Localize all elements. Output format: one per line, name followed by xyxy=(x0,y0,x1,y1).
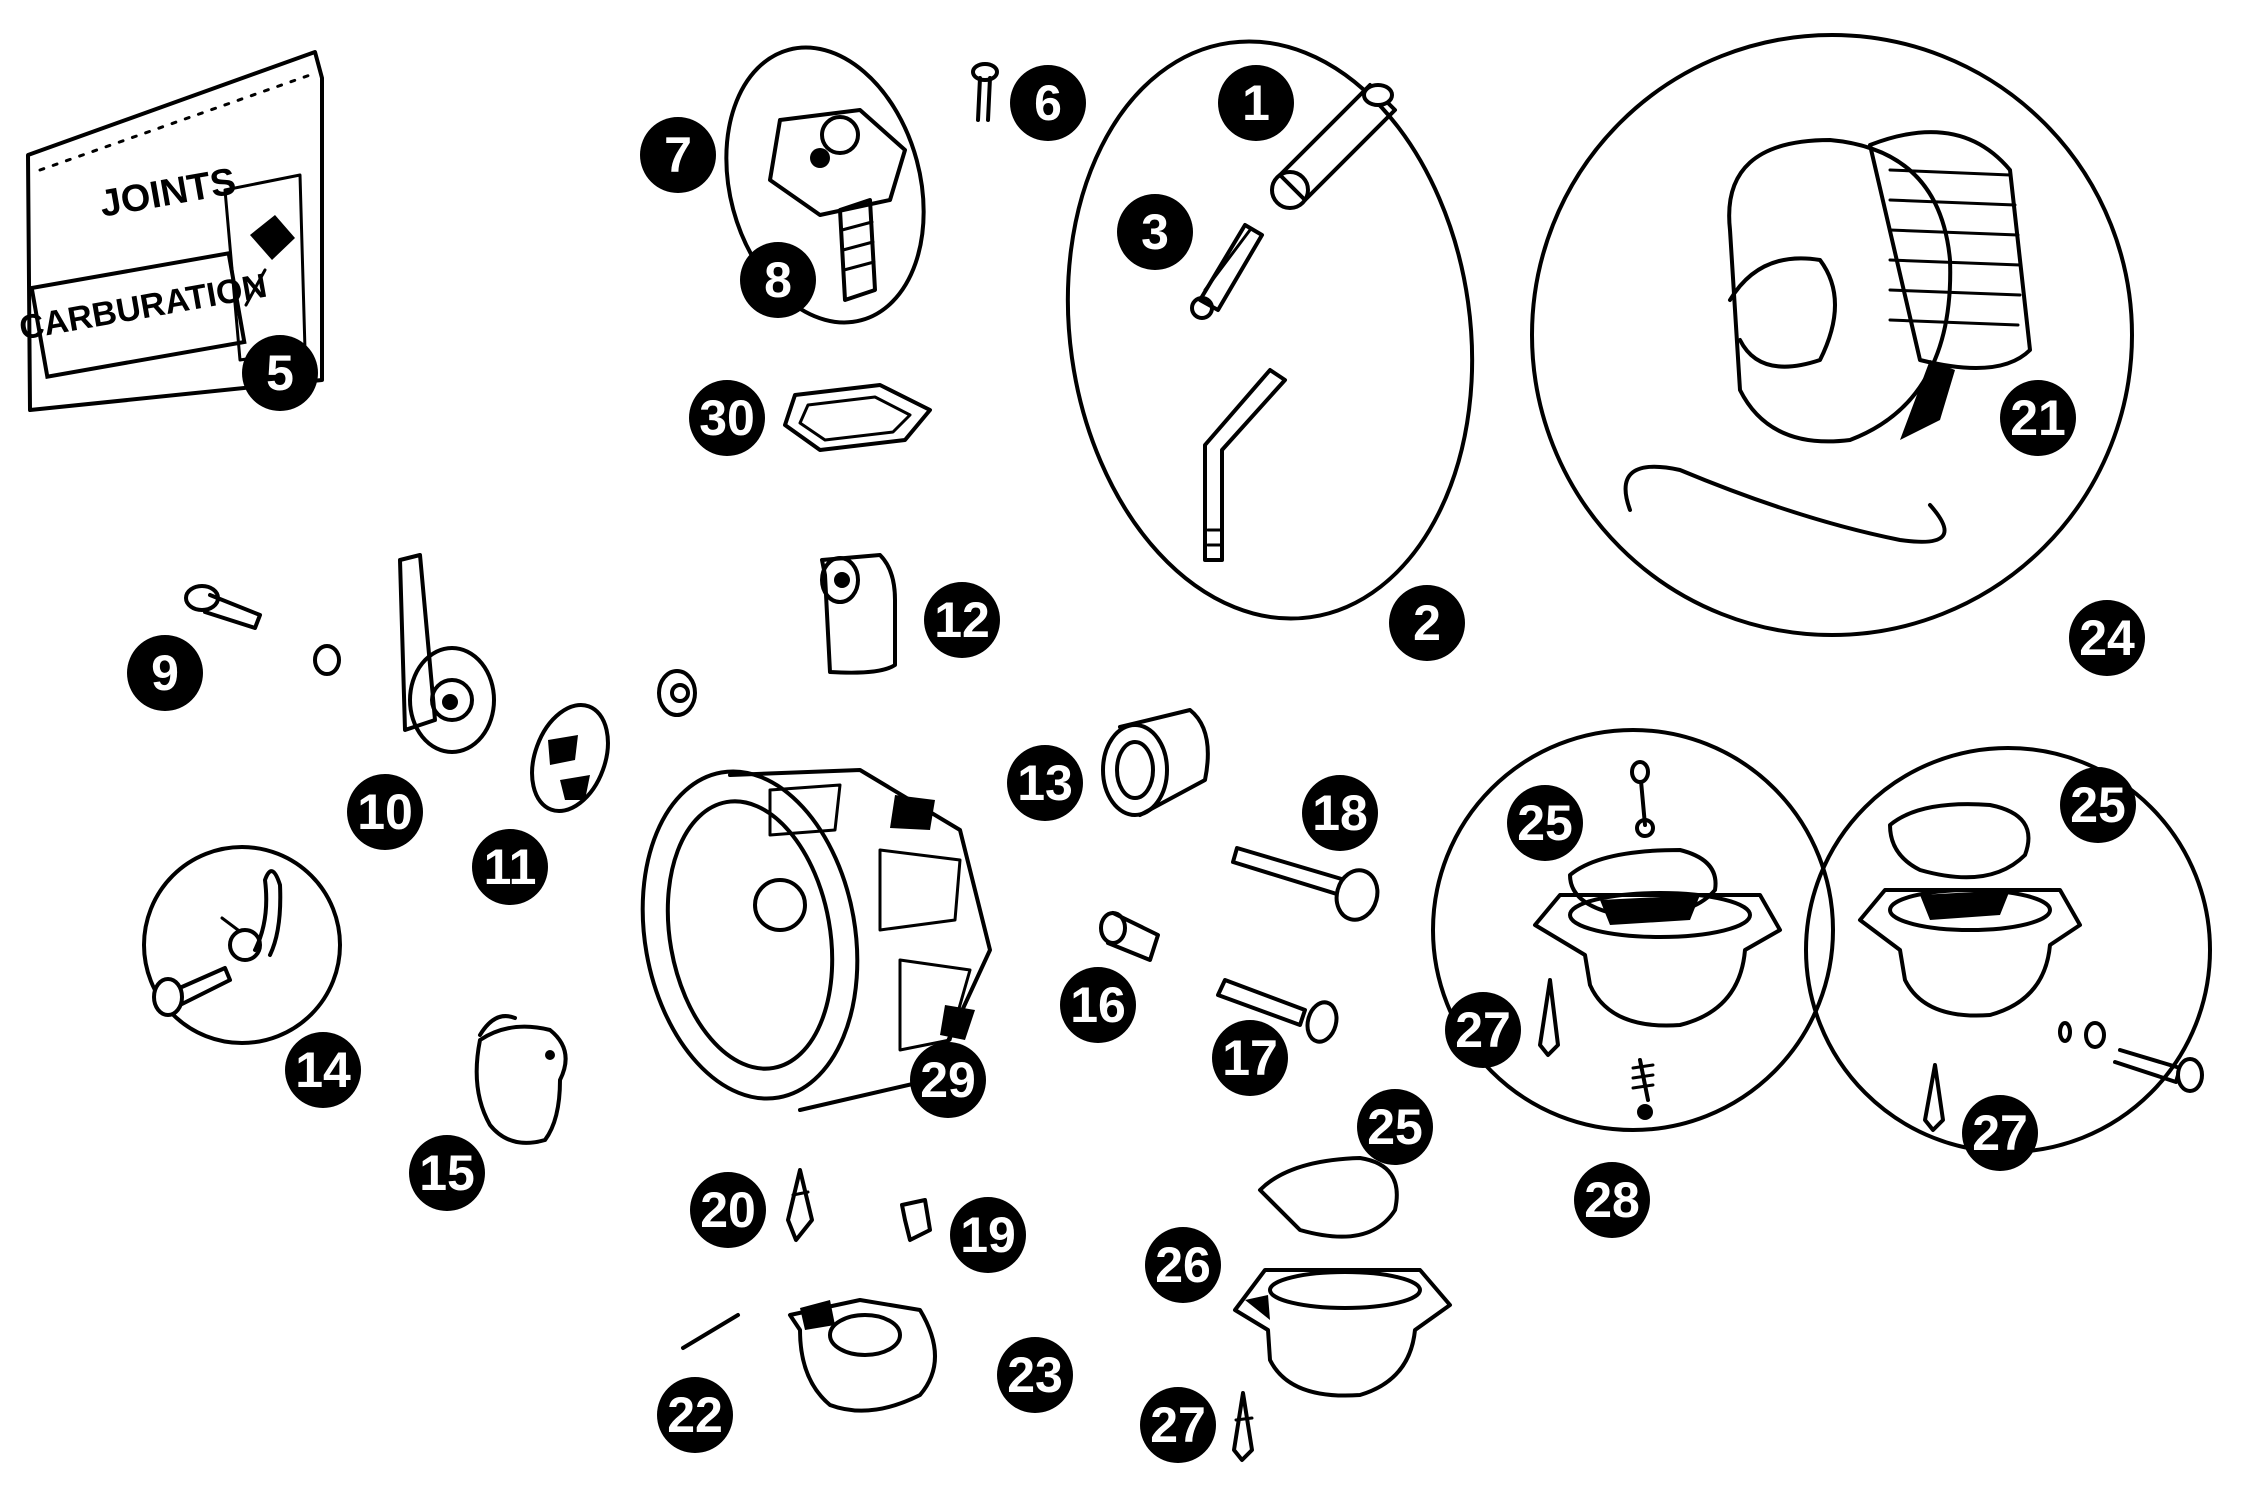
callout-label: 25 xyxy=(1517,795,1573,851)
callout-label: 18 xyxy=(1312,785,1368,841)
callout-badge-1: 1 xyxy=(1218,65,1294,141)
packet-title: JOINTS xyxy=(97,161,239,226)
callout-badge-27: 27 xyxy=(1445,992,1521,1068)
callout-label: 25 xyxy=(1367,1099,1423,1155)
pin-part xyxy=(1232,1391,1254,1462)
callout-badge-5: 5 xyxy=(242,335,318,411)
rod-part xyxy=(681,1313,740,1350)
float-bowl-assembly-group xyxy=(1431,728,1835,1132)
screw-part xyxy=(971,62,999,122)
callout-badge-30: 30 xyxy=(689,380,765,456)
callout-label: 1 xyxy=(1242,75,1270,131)
callout-badge-14: 14 xyxy=(285,1032,361,1108)
nut-part xyxy=(657,669,697,717)
float-bowl-variant-group xyxy=(1804,746,2212,1154)
pin-part xyxy=(786,1168,814,1242)
callout-badge-6: 6 xyxy=(1010,65,1086,141)
gasket-part xyxy=(1258,1156,1399,1239)
screw-part xyxy=(184,584,262,630)
callout-badge-26: 26 xyxy=(1145,1227,1221,1303)
callout-label: 25 xyxy=(2070,777,2126,833)
callout-badge-22: 22 xyxy=(657,1377,733,1453)
callout-label: 19 xyxy=(960,1207,1016,1263)
throttle-disc-part xyxy=(530,702,610,814)
callout-badge-24: 24 xyxy=(2069,600,2145,676)
callout-label: 24 xyxy=(2079,610,2135,666)
clip-part xyxy=(900,1198,932,1242)
callout-label: 7 xyxy=(664,127,692,183)
callout-label: 14 xyxy=(295,1042,351,1098)
callout-badge-20: 20 xyxy=(690,1172,766,1248)
callout-label: 21 xyxy=(2010,390,2066,446)
long-screw-part xyxy=(1231,846,1380,922)
callout-badge-7: 7 xyxy=(640,117,716,193)
callout-label: 15 xyxy=(419,1145,475,1201)
callout-badge-25: 25 xyxy=(1507,785,1583,861)
callout-label: 11 xyxy=(484,839,537,895)
callout-badge-16: 16 xyxy=(1060,967,1136,1043)
callout-label: 23 xyxy=(1007,1347,1063,1403)
callout-badge-10: 10 xyxy=(347,774,423,850)
callout-label: 28 xyxy=(1584,1172,1640,1228)
callout-badge-25: 25 xyxy=(2060,767,2136,843)
callout-label: 6 xyxy=(1034,75,1062,131)
callout-label: 9 xyxy=(151,645,179,701)
callout-badge-12: 12 xyxy=(924,582,1000,658)
callout-label: 27 xyxy=(1972,1105,2028,1161)
callout-label: 29 xyxy=(920,1052,976,1108)
callout-badge-8: 8 xyxy=(740,242,816,318)
callout-label: 5 xyxy=(266,345,294,401)
callout-badge-27: 27 xyxy=(1140,1387,1216,1463)
callout-badge-18: 18 xyxy=(1302,775,1378,851)
callout-label: 3 xyxy=(1141,204,1169,260)
throttle-lever-part xyxy=(398,553,496,754)
bush-part xyxy=(1101,708,1210,817)
callout-badge-25: 25 xyxy=(1357,1089,1433,1165)
callout-badge-28: 28 xyxy=(1574,1162,1650,1238)
callout-label: 22 xyxy=(667,1387,723,1443)
needle-valve-group xyxy=(724,45,926,325)
callout-badge-21: 21 xyxy=(2000,380,2076,456)
callout-label: 13 xyxy=(1017,755,1073,811)
callout-badge-29: 29 xyxy=(910,1042,986,1118)
callout-badge-3: 3 xyxy=(1117,194,1193,270)
bowl-cover-part xyxy=(788,1298,937,1413)
callout-label: 20 xyxy=(700,1182,756,1238)
callout-badge-9: 9 xyxy=(127,635,203,711)
callout-label: 2 xyxy=(1413,595,1441,651)
sleeve-part xyxy=(1099,911,1160,962)
callout-label: 10 xyxy=(357,784,413,840)
callout-badge-27: 27 xyxy=(1962,1095,2038,1171)
callout-badge-11: 11 xyxy=(472,829,548,905)
callout-label: 12 xyxy=(934,592,990,648)
callout-label: 27 xyxy=(1455,1002,1511,1058)
carburetor-body-part xyxy=(640,768,992,1112)
callout-badge-19: 19 xyxy=(950,1197,1026,1273)
callout-label: 30 xyxy=(699,390,755,446)
callout-label: 27 xyxy=(1150,1397,1206,1453)
washer-part xyxy=(313,644,341,676)
callout-badge-13: 13 xyxy=(1007,745,1083,821)
callout-label: 17 xyxy=(1222,1030,1278,1086)
callout-badge-2: 2 xyxy=(1389,585,1465,661)
filter-jet-group xyxy=(1065,39,1475,621)
callout-badge-17: 17 xyxy=(1212,1020,1288,1096)
cover-plate-part xyxy=(474,1014,568,1145)
callout-badge-23: 23 xyxy=(997,1337,1073,1413)
float-bowl-part xyxy=(1233,1268,1452,1398)
callout-label: 8 xyxy=(764,252,792,308)
callout-label: 16 xyxy=(1070,977,1126,1033)
float-part xyxy=(820,553,897,675)
callout-label: 26 xyxy=(1155,1237,1211,1293)
spring-screw-group xyxy=(142,845,342,1045)
air-filter-group xyxy=(1530,33,2134,637)
callout-badge-15: 15 xyxy=(409,1135,485,1211)
adjust-screw-part xyxy=(1216,978,1339,1044)
gasket-part xyxy=(783,383,932,452)
